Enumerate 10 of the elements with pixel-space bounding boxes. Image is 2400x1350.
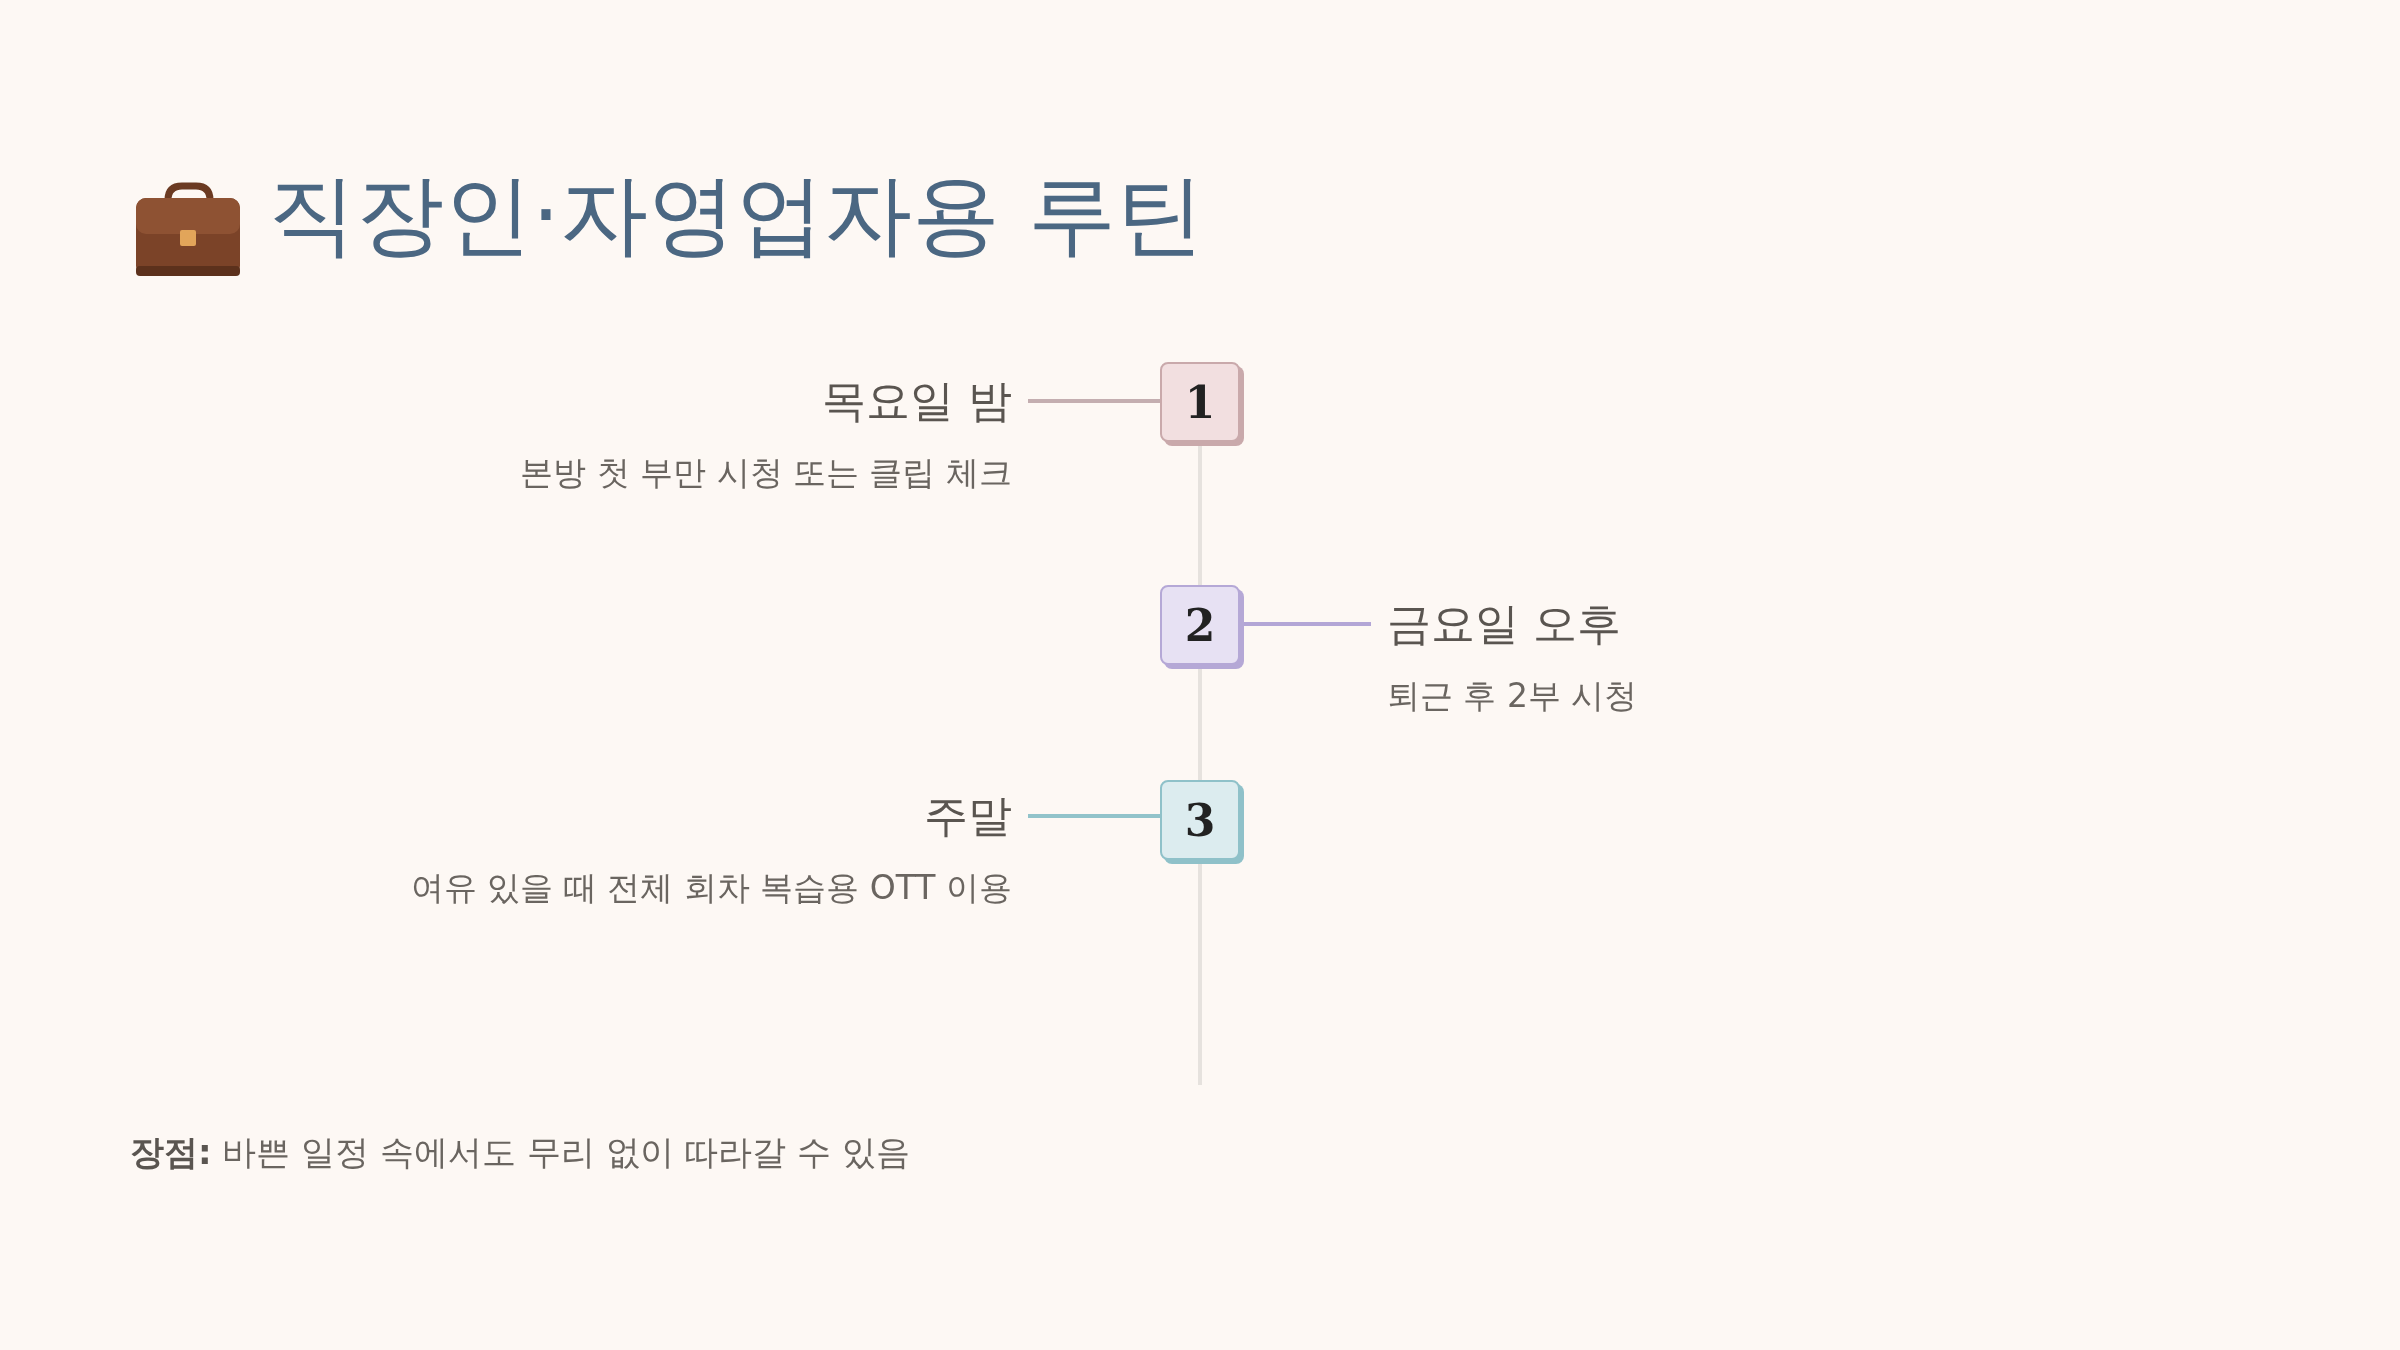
title: 직장인·자영업자용 루틴 (268, 162, 1204, 268)
step-heading: 금요일 오후 (1387, 598, 1621, 650)
step-description: 여유 있을 때 전체 회차 복습용 OTT 이용 (410, 868, 1012, 908)
footer-note: 장점: 바쁜 일정 속에서도 무리 없이 따라갈 수 있음 (130, 1131, 911, 1174)
step-description: 본방 첫 부만 시청 또는 클립 체크 (520, 453, 1012, 493)
connector-line (1028, 814, 1160, 818)
connector-line (1028, 399, 1160, 403)
step-heading: 목요일 밤 (822, 375, 1012, 427)
step-heading: 주말 (924, 790, 1012, 842)
step-description: 퇴근 후 2부 시청 (1387, 676, 1638, 716)
